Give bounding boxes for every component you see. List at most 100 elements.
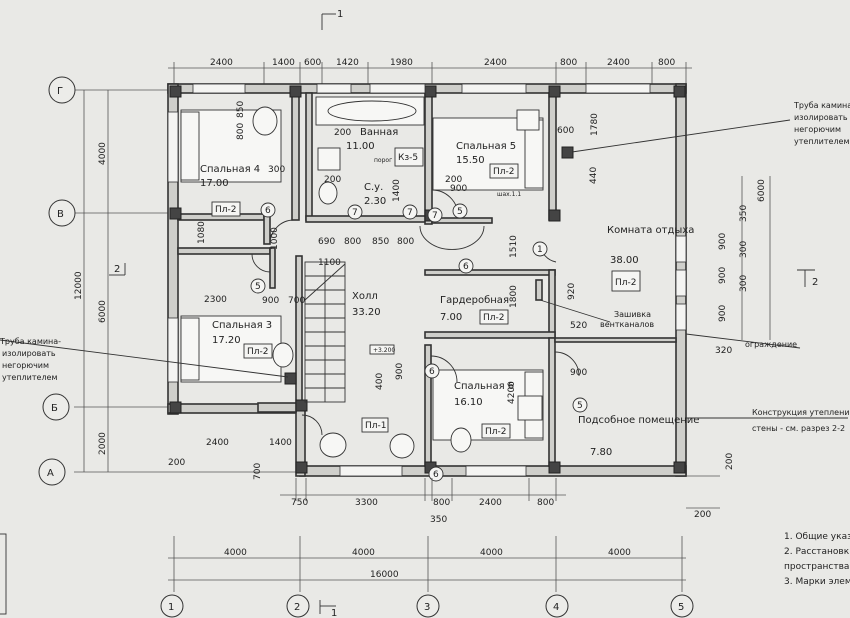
svg-text:6: 6 <box>463 262 469 272</box>
dim-left-3: 2000 <box>98 432 108 455</box>
svg-text:7: 7 <box>352 208 358 218</box>
svg-text:300: 300 <box>739 275 749 292</box>
svg-text:Зашивка: Зашивка <box>614 310 651 319</box>
svg-text:800: 800 <box>236 123 246 140</box>
svg-text:Конструкция утепления: Конструкция утепления <box>752 408 850 417</box>
dim-top-2: 1400 <box>272 58 295 68</box>
svg-text:750: 750 <box>291 498 308 508</box>
svg-text:вентканалов: вентканалов <box>600 320 654 329</box>
svg-text:Труба камина-: Труба камина- <box>0 337 61 346</box>
svg-text:7.80: 7.80 <box>590 447 612 458</box>
svg-text:200: 200 <box>324 175 341 185</box>
staircase <box>304 261 346 403</box>
svg-text:1080: 1080 <box>197 221 207 244</box>
svg-text:350: 350 <box>739 205 749 222</box>
svg-text:5: 5 <box>255 282 261 292</box>
room-lounge: Комната отдыха 38.00 Пл-2 <box>607 225 694 292</box>
svg-text:200: 200 <box>694 510 711 520</box>
svg-text:2300: 2300 <box>204 295 227 305</box>
svg-text:700: 700 <box>288 296 305 306</box>
svg-text:900: 900 <box>718 233 728 250</box>
section-mark-left: 2 <box>109 263 126 276</box>
section-mark-right: 2 <box>797 269 818 288</box>
svg-text:7.00: 7.00 <box>440 312 462 323</box>
svg-text:800: 800 <box>344 237 361 247</box>
svg-text:1800: 1800 <box>509 285 519 308</box>
svg-text:Кз-5: Кз-5 <box>398 153 418 163</box>
svg-text:200: 200 <box>334 128 351 138</box>
svg-text:6: 6 <box>429 367 435 377</box>
svg-text:негорючим: негорючим <box>2 361 49 370</box>
svg-text:2. Расстановк: 2. Расстановк <box>784 547 850 557</box>
room-wc: С.у. 2.30 <box>364 182 386 207</box>
svg-text:11.00: 11.00 <box>346 141 375 152</box>
svg-text:4000: 4000 <box>608 548 631 558</box>
axis-label-a: А <box>47 468 54 479</box>
svg-text:2.30: 2.30 <box>364 196 386 207</box>
svg-text:ограждение: ограждение <box>745 340 797 349</box>
svg-text:Подсобное помещение: Подсобное помещение <box>578 415 699 426</box>
annotation-fence: ограждение <box>685 333 801 349</box>
svg-text:Ванная: Ванная <box>360 127 398 138</box>
svg-text:7: 7 <box>432 211 438 221</box>
axis-bubble-g <box>48 76 76 104</box>
dimension-lines-bottom: 750 3300 800 2400 800 350 4000 4000 4000… <box>160 478 694 618</box>
room-bathroom: Ванная 11.00 Кз-5 порог <box>346 127 424 167</box>
svg-text:шах.1.1: шах.1.1 <box>497 191 521 198</box>
svg-text:2400: 2400 <box>479 498 502 508</box>
svg-text:+3.200: +3.200 <box>373 347 395 354</box>
svg-text:1780: 1780 <box>590 113 600 136</box>
svg-text:3300: 3300 <box>355 498 378 508</box>
axis-label-2: 2 <box>294 602 300 613</box>
svg-text:300: 300 <box>268 165 285 175</box>
svg-text:Спальная 6: Спальная 6 <box>454 381 514 392</box>
svg-text:изолировать: изолировать <box>794 113 848 122</box>
room-hall: Холл 33.20 Пл-1 +3.200 <box>352 291 395 433</box>
svg-text:6: 6 <box>265 206 271 216</box>
dim-top-9: 800 <box>658 58 675 68</box>
svg-text:600: 600 <box>557 126 574 136</box>
svg-text:1510: 1510 <box>509 235 519 258</box>
room-bedroom-4: Спальная 4 17.00 Пл-2 <box>200 164 260 217</box>
svg-text:1. Общие указ: 1. Общие указ <box>784 532 850 542</box>
svg-text:5: 5 <box>577 401 583 411</box>
room-labels: Спальная 4 17.00 Пл-2 Ванная 11.00 Кз-5 … <box>200 127 699 458</box>
svg-text:900: 900 <box>718 267 728 284</box>
svg-text:350: 350 <box>430 515 447 525</box>
svg-text:Пл-2: Пл-2 <box>493 167 515 177</box>
dim-left-1: 4000 <box>98 142 108 165</box>
svg-text:200: 200 <box>725 453 735 470</box>
dim-top-3: 600 <box>304 58 321 68</box>
svg-text:800: 800 <box>537 498 554 508</box>
dim-top-4: 1420 <box>336 58 359 68</box>
axis-label-g: Г <box>57 86 63 97</box>
axis-label-4: 4 <box>553 602 559 613</box>
annotation-pipe-right: Труба камина- изолировать негорючим утеп… <box>571 101 850 153</box>
svg-text:Пл-2: Пл-2 <box>615 278 637 288</box>
svg-text:850: 850 <box>236 101 246 118</box>
svg-text:17.20: 17.20 <box>212 335 241 346</box>
svg-text:1000: 1000 <box>270 227 280 250</box>
room-utility: Подсобное помещение 7.80 <box>578 415 699 458</box>
general-notes: 1. Общие указ 2. Расстановк пространства… <box>784 532 850 587</box>
svg-text:7: 7 <box>407 208 413 218</box>
axis-label-1: 1 <box>168 602 174 613</box>
section-mark-bottom-label: 1 <box>331 608 337 618</box>
axis-label-3: 3 <box>424 602 430 613</box>
dimension-line-top: 2400 1400 600 1420 1980 2400 800 2400 80… <box>168 58 692 84</box>
axis-bubble-a <box>38 458 66 486</box>
axis-label-b: Б <box>51 403 58 414</box>
dim-top-8: 2400 <box>607 58 630 68</box>
svg-text:негорючим: негорючим <box>794 125 841 134</box>
svg-text:15.50: 15.50 <box>456 155 485 166</box>
section-mark-top: 1 <box>321 9 343 30</box>
room-bedroom-6: Спальная 6 16.10 Пл-2 <box>454 381 514 439</box>
svg-text:900: 900 <box>450 184 467 194</box>
svg-text:200: 200 <box>168 458 185 468</box>
svg-text:Пл-2: Пл-2 <box>215 205 237 215</box>
svg-text:16.10: 16.10 <box>454 397 483 408</box>
svg-text:Спальная 3: Спальная 3 <box>212 320 272 331</box>
door-markers: 6 7 7 7 5 6 1 5 6 6 5 <box>250 202 588 482</box>
svg-text:утеплителем: утеплителем <box>2 373 58 382</box>
svg-text:800: 800 <box>397 237 414 247</box>
